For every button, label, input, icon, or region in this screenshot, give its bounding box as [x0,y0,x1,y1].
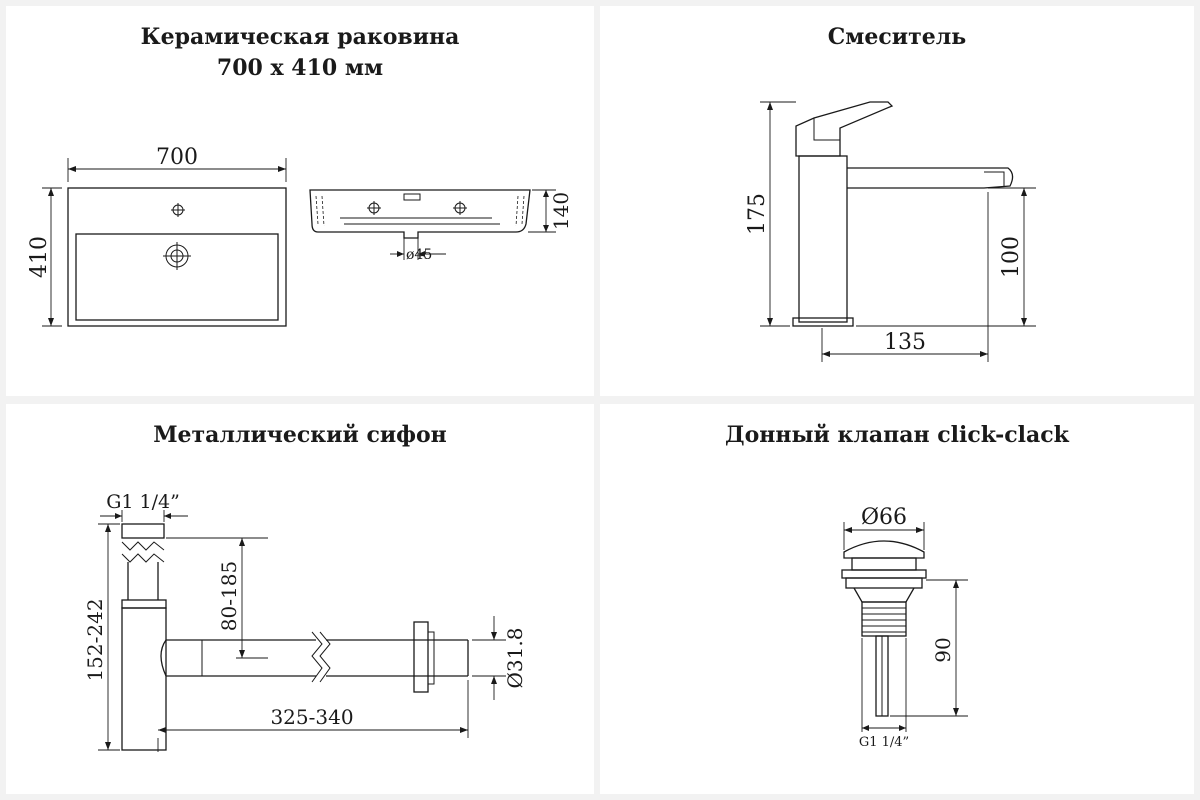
dim-siphon-length-label: 325-340 [270,705,353,729]
mixer-drawing: 175 100 135 [745,101,1036,362]
panel-sink: Керамическая раковина 700 х 410 мм [6,6,594,396]
tap-hole-icon [171,203,185,217]
valve-thread-lines [862,607,906,633]
dim-sink-width: 700 [67,145,287,182]
sink-section-wall [315,195,525,227]
mixer-aerator [984,171,1005,186]
dim-sink-drain: ø45 [390,238,446,263]
dim-valve-height: 90 [890,579,968,717]
sink-title: Керамическая раковина 700 х 410 мм [6,22,594,84]
panel-siphon: Металлический сифон [6,404,594,794]
siphon-title: Металлический сифон [6,420,594,451]
dim-siphon-adjust-label: 80-185 [217,561,241,631]
dim-valve-thread-label: G1 1/4” [859,735,909,750]
section-hole-right-icon [453,201,467,215]
dim-mixer-spout-height-label: 100 [999,236,1024,278]
dim-sink-depth: 410 [27,187,62,327]
valve-cap [843,540,925,559]
mixer-title-text: Смеситель [827,24,967,50]
dim-mixer-spout-reach: 135 [821,192,989,362]
dim-valve-diameter-label: Ø66 [861,505,907,530]
siphon-top-fitting [121,523,165,539]
dim-siphon-length: 325-340 [157,680,469,752]
overflow-slot [403,193,421,201]
section-hole-left-icon [367,201,381,215]
dim-siphon-thread-label: G1 1/4” [106,491,180,513]
dim-mixer-spout-reach-label: 135 [884,330,926,355]
dim-sink-height-label: 140 [549,192,573,230]
dim-siphon-height-label: 152-242 [83,598,107,681]
dim-siphon-outlet-label: Ø31.8 [503,628,527,689]
siphon-drawing: G1 1/4” 152-242 80-185 [83,491,527,752]
valve-title-text: Донный клапан click-clack [725,422,1069,448]
dim-sink-drain-label: ø45 [406,247,432,263]
valve-title: Донный клапан click-clack [600,420,1194,451]
dim-siphon-outlet: Ø31.8 [472,616,527,700]
panel-mixer: Смеситель 175 [600,6,1194,396]
drain-hole-icon [163,242,191,270]
dim-siphon-thread: G1 1/4” [100,491,188,522]
valve-collar [851,557,917,571]
dim-valve-diameter: Ø66 [843,505,925,550]
valve-thread-body [861,601,907,637]
valve-taper [853,587,915,603]
dim-mixer-height: 175 [745,101,796,327]
valve-flange-lower [845,577,923,589]
dim-mixer-height-label: 175 [745,193,770,235]
dim-mixer-spout-height: 100 [856,187,1036,327]
siphon-bottle [121,607,167,751]
sink-bowl [75,233,279,321]
dim-siphon-adjust: 80-185 [166,537,268,659]
siphon-break-top-2 [121,553,165,563]
mixer-handle-detail [813,118,840,141]
siphon-wall-flange [413,621,429,693]
dim-sink-width-label: 700 [156,145,198,170]
mixer-title: Смеситель [600,22,1194,53]
dim-valve-height-label: 90 [931,637,955,662]
valve-flange [841,569,927,579]
siphon-flange-ring [427,631,435,685]
mixer-handle [795,101,894,157]
panel-valve: Донный клапан click-clack [600,404,1194,794]
sink-title-line1: Керамическая раковина [140,24,460,50]
sink-title-line2: 700 х 410 мм [216,55,384,81]
sink-drawing: 700 410 [27,145,573,327]
siphon-break-1 [311,631,323,683]
dim-sink-height: 140 [528,189,573,233]
sink-top-outline [67,187,287,327]
siphon-title-text: Металлический сифон [153,422,447,448]
valve-drawing: Ø66 90 G1 1/4” [841,505,968,750]
siphon-elbow [160,639,167,677]
mixer-body [798,155,848,323]
dim-siphon-height: 152-242 [83,523,120,751]
siphon-nut [121,599,167,609]
mixer-spout [847,167,1014,189]
dim-valve-thread: G1 1/4” [859,638,909,750]
mixer-base [792,317,854,327]
siphon-break-top [121,541,165,551]
dim-sink-depth-label: 410 [27,236,52,278]
